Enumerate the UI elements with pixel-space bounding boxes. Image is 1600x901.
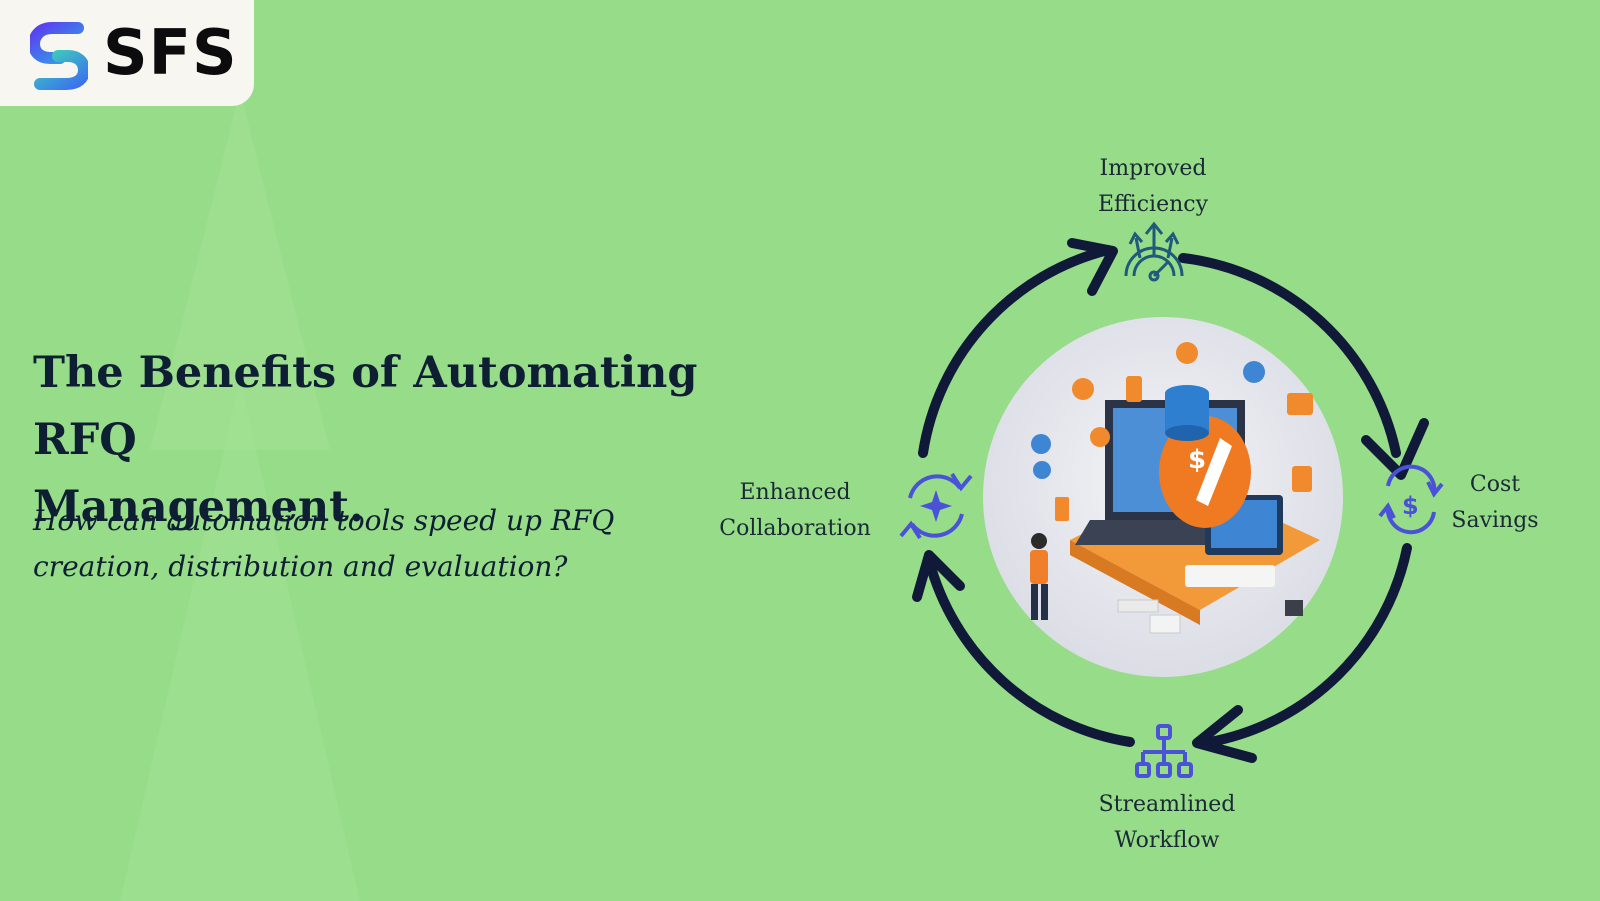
collaboration-line-1: Enhanced [739,480,851,505]
workflow-line-1: Streamlined [1098,792,1236,817]
efficiency-line-2: Efficiency [1097,192,1209,217]
page-subtitle: How can automation tools speed up RFQ cr… [33,498,673,590]
svg-text:$: $ [1188,445,1206,475]
cost-line-2: Savings [1451,508,1539,533]
cost-line-1: Cost [1469,472,1521,497]
efficiency-gauge-icon [1124,221,1184,282]
arrow-workflow-to-collab [924,555,1135,747]
arrowhead-left [912,550,965,602]
workflow-line-2: Workflow [1114,828,1220,853]
arrowhead-bottom [1192,705,1257,763]
automation-illustration: $ [983,317,1343,677]
cycle-arrows [918,245,1412,747]
title-line-1: The Benefits of Automating RFQ [33,348,698,465]
arrow-efficiency-to-cost [1178,253,1401,458]
sparkle-cycle-icon [899,472,973,540]
node-label-cost-savings: Cost Savings [1430,467,1560,539]
hierarchy-icon [1135,724,1193,778]
title-line-2: Management. [33,482,364,532]
dollar-cycle-icon: $ [1378,464,1444,535]
efficiency-line-1: Improved [1099,156,1207,181]
logo-text: SFS [103,16,238,89]
arrow-collab-to-efficiency [918,245,1113,458]
node-label-streamlined-workflow: Streamlined Workflow [1082,787,1252,859]
arrowhead-right [1361,418,1429,480]
page-title: The Benefits of Automating RFQ Managemen… [33,340,793,541]
sfs-logo-icon [30,22,88,90]
collaboration-line-2: Collaboration [719,516,871,541]
arrowhead-top [1067,238,1118,296]
svg-text:$: $ [1402,492,1419,520]
subtitle-line-2: creation, distribution and evaluation? [33,550,568,583]
arrow-heads [912,238,1429,763]
arrow-cost-to-workflow [1205,543,1412,747]
logo-panel[interactable]: SFS [0,0,254,106]
node-label-efficiency: Improved Efficiency [1073,151,1233,223]
node-label-enhanced-collaboration: Enhanced Collaboration [710,475,880,547]
subtitle-line-1: How can automation tools speed up RFQ [33,504,615,537]
